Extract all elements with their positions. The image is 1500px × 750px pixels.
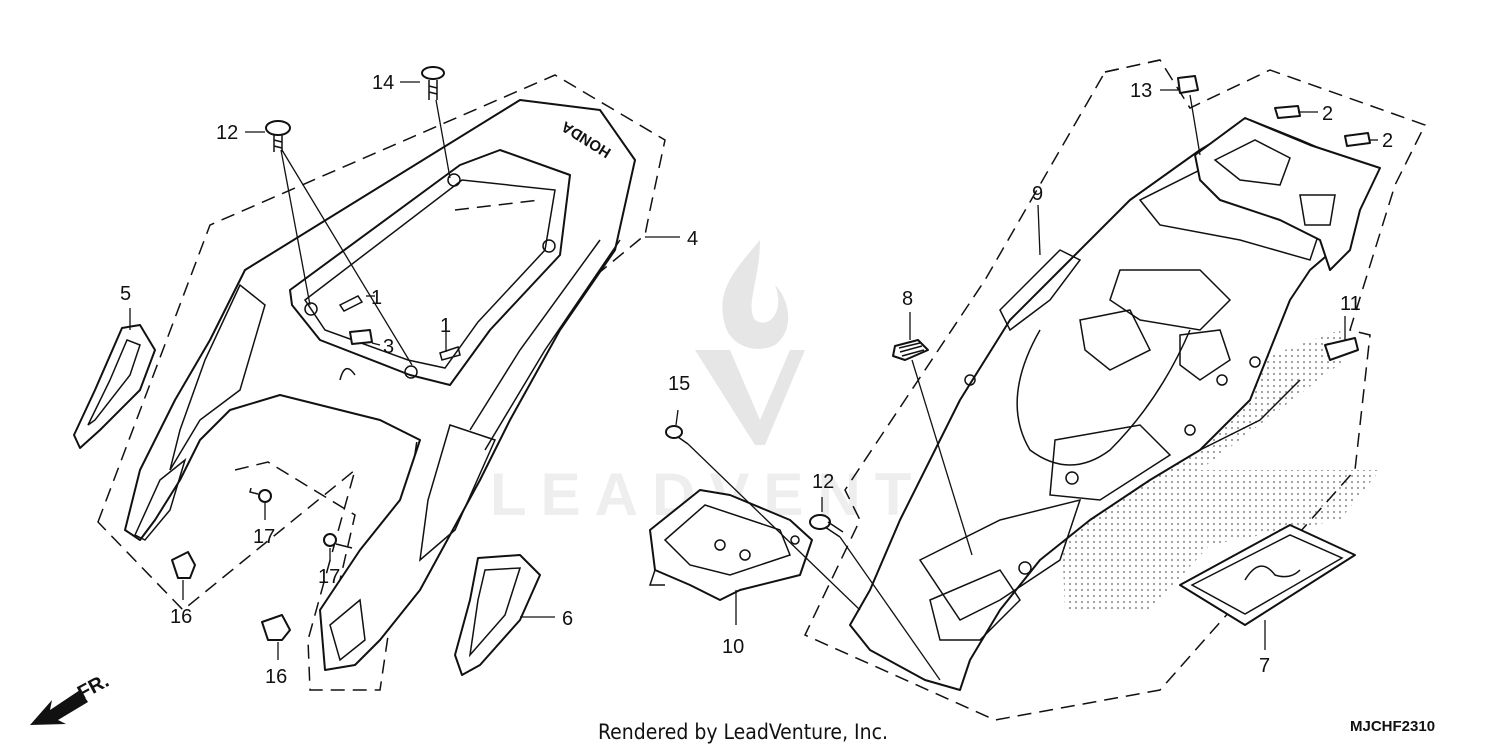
callout-16b: 16 [265, 666, 287, 688]
front-direction-indicator: FR. [30, 670, 113, 725]
callout-17a: 17 [253, 526, 275, 548]
rear-fender-group [803, 59, 1427, 721]
side-cover-right [454, 554, 541, 676]
callout-1a: 1 [371, 287, 382, 309]
watermark-v-icon [695, 350, 805, 445]
callout-10: 10 [722, 636, 744, 658]
rear-cowl-group: HONDA [97, 74, 666, 691]
fender-shading [1060, 330, 1380, 610]
callout-17b: 17 [318, 566, 340, 588]
leader-lines-right [675, 89, 1378, 681]
fasteners-left [171, 66, 541, 641]
rear-fender [849, 119, 1371, 691]
callout-12a: 12 [216, 122, 238, 144]
callout-2a: 2 [1322, 103, 1333, 125]
callout-13: 13 [1130, 80, 1152, 102]
callout-6: 6 [562, 608, 573, 630]
reflector-panel [1179, 524, 1356, 626]
side-cover-left [73, 324, 156, 449]
callout-14: 14 [372, 72, 394, 94]
callout-16a: 16 [170, 606, 192, 628]
cowl-group-boundary [97, 74, 666, 691]
tag-2b [1344, 132, 1371, 147]
callout-12b: 12 [812, 471, 834, 493]
tag-2a [1274, 105, 1301, 119]
leader-lines-left [129, 81, 680, 660]
diagram-code: MJCHF2310 [1350, 718, 1435, 735]
fasteners-right [665, 59, 1199, 538]
watermark-flame-icon [722, 240, 789, 349]
callout-2b: 2 [1382, 130, 1393, 152]
footer-credit: Rendered by LeadVenture, Inc. [598, 720, 888, 744]
callout-15: 15 [668, 373, 690, 395]
small-pad-11 [1324, 337, 1359, 361]
callout-9: 9 [1032, 183, 1043, 205]
callout-8: 8 [902, 288, 913, 310]
callout-3: 3 [383, 336, 394, 358]
fender-upper-brace [1194, 117, 1381, 271]
callout-11: 11 [1340, 293, 1361, 315]
front-arrow-icon [30, 690, 88, 725]
rubber-pad [892, 339, 929, 361]
fender-group-boundary [803, 59, 1427, 721]
callout-5: 5 [120, 283, 131, 305]
seat-opening [289, 149, 571, 386]
callout-labels: 1 1 2 2 3 4 5 6 7 8 9 10 11 12 12 13 14 … [120, 72, 1393, 688]
callout-4: 4 [687, 228, 698, 250]
callout-1b: 1 [440, 315, 451, 337]
callout-7: 7 [1259, 655, 1270, 677]
